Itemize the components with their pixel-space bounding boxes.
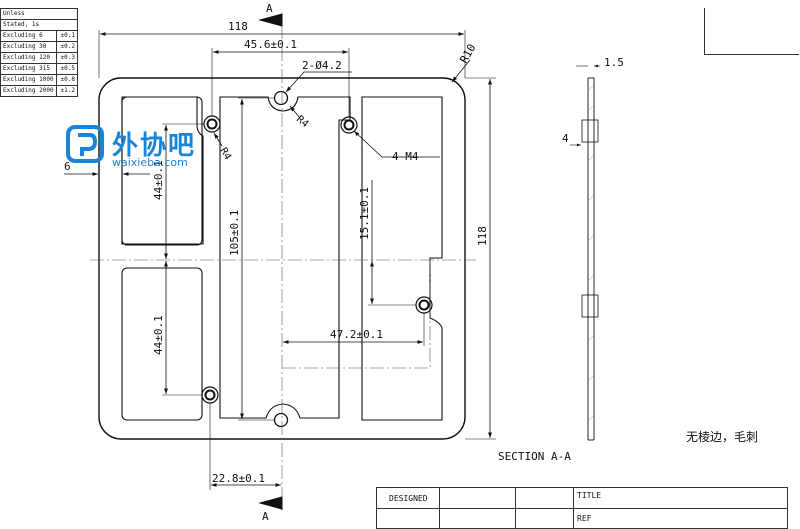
dim-text-section-feature: 4 <box>562 132 569 145</box>
slot-hole <box>273 412 289 428</box>
section-arrow-top <box>258 13 283 27</box>
threaded-hole <box>201 386 219 404</box>
window-left-lower <box>121 267 203 421</box>
section-arrow-bottom <box>258 496 283 510</box>
window-right <box>361 96 443 421</box>
title-block-designed: DESIGNED <box>389 494 428 503</box>
threaded-hole <box>418 299 430 311</box>
leader-r4-left <box>213 132 223 147</box>
dim-text-section-thickness: 1.5 <box>604 56 624 69</box>
dim-text-lower-vertical: 44±0.1 <box>152 315 165 355</box>
dim-text-r4-left: R4 <box>217 146 233 162</box>
leader-corner-radius <box>451 59 471 83</box>
threaded-hole <box>340 116 358 134</box>
revision-box <box>704 8 799 55</box>
dim-text-hole-spacing: 45.6±0.1 <box>244 38 297 51</box>
threaded-hole <box>343 119 355 131</box>
logo-icon <box>66 125 104 163</box>
title-block-ref: REF <box>577 514 592 523</box>
leader-slot-holes <box>285 71 352 93</box>
dim-text-horizontal-offset: 47.2±0.1 <box>330 328 383 341</box>
tolerance-label: Excluding 2000 <box>0 85 57 97</box>
window-center <box>219 96 351 419</box>
leader-r4-top <box>289 105 301 119</box>
tolerance-row: Excluding 1000±0.8 <box>0 74 79 86</box>
section-cut-path <box>282 260 431 369</box>
dim-text-bottom-offset: 22.8±0.1 <box>212 472 265 485</box>
threaded-hole <box>204 389 216 401</box>
slot-hole <box>273 90 289 106</box>
window-top-left <box>121 96 204 245</box>
tolerance-row: Excluding 120±0.3 <box>0 52 79 64</box>
dim-text-slot-holes: 2-Ø4.2 <box>302 59 342 72</box>
tolerance-table: Unless Stated, 1s Excluding 6±0.1 Exclud… <box>0 8 79 97</box>
dim-text-upper-vertical: 44±0.1 <box>152 160 165 200</box>
dim-text-center-vertical: 105±0.1 <box>228 210 241 256</box>
dim-text-edge-offset: 6 <box>64 160 71 173</box>
title-block-title: TITLE <box>577 491 602 500</box>
logo-url: waixieba.com <box>112 156 188 169</box>
logo-name: 外协吧 <box>112 131 197 161</box>
dim-text-r4-top: R4 <box>294 114 310 130</box>
dim-text-threaded-holes: 4-M4 <box>392 150 419 163</box>
threaded-hole <box>206 118 218 130</box>
section-boss-upper <box>581 119 599 143</box>
dim-text-overall-height: 118 <box>476 226 489 246</box>
section-boss-lower <box>581 294 599 318</box>
tolerance-row: Excluding 315±0.5 <box>0 63 79 75</box>
dim-text-right-vertical: 15.1±0.1 <box>358 187 371 240</box>
title-block: DESIGNED TITLE REF <box>376 487 788 529</box>
tolerance-value: ±1.2 <box>55 85 79 97</box>
dim-text-corner-radius: R10 <box>457 42 478 66</box>
tolerance-row: Excluding 2000±1.2 <box>0 85 79 97</box>
leader-threaded-holes <box>353 130 440 158</box>
tolerance-row: Excluding 6±0.1 <box>0 30 79 42</box>
section-label: SECTION A-A <box>498 450 571 463</box>
drawing-note: 无棱边，毛刺 <box>686 430 759 444</box>
section-marker-bottom: A <box>262 510 269 520</box>
dim-text-overall-width: 118 <box>228 20 248 33</box>
watermark-logo: 外协吧 waixieba.com <box>66 125 216 171</box>
section-marker-top: A <box>266 2 273 15</box>
